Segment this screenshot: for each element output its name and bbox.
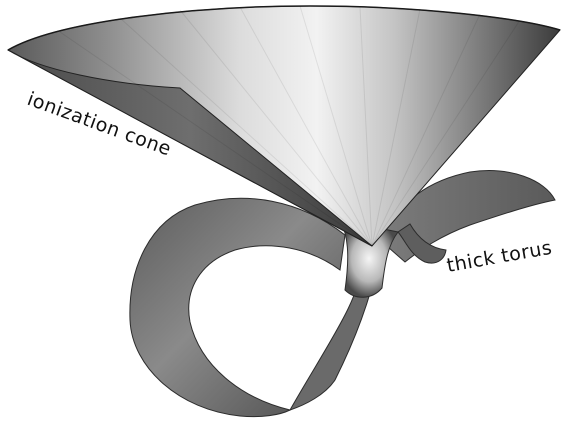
label-thick-torus: thick torus [445,237,554,277]
